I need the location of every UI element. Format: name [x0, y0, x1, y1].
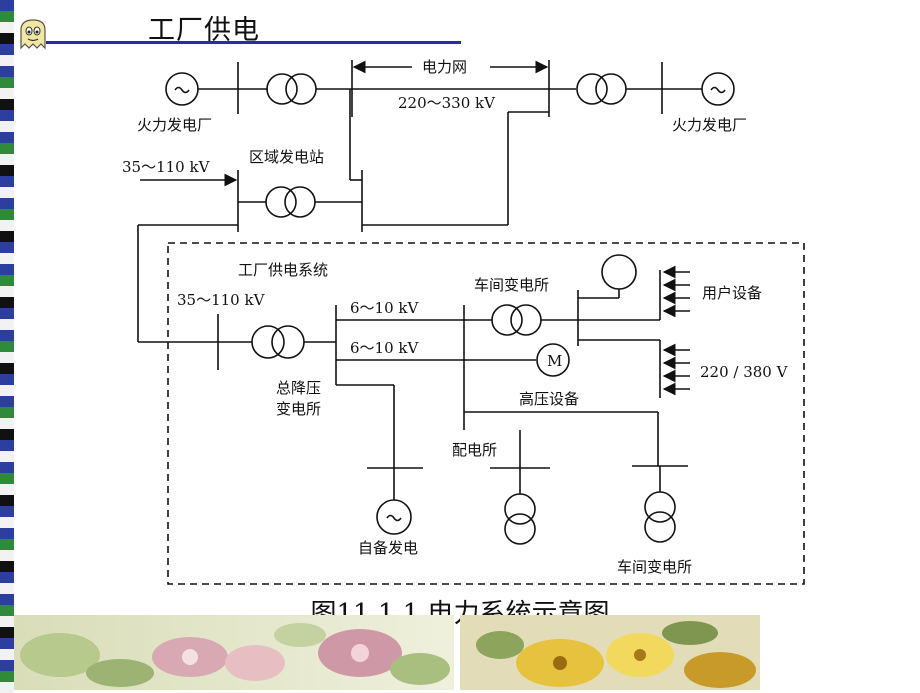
transformer-symbol	[251, 325, 285, 359]
transformer-symbol	[265, 186, 297, 218]
transformer-symbol-vertical	[504, 493, 536, 525]
transformer-symbol	[576, 73, 608, 105]
label-hv-line-1: 6～10 kV	[350, 299, 419, 317]
label-input-voltage: 35～110 kV	[122, 158, 211, 176]
label-distribution-station: 配电所	[452, 441, 497, 459]
motor-symbol	[536, 343, 570, 377]
label-hv-line-2: 6～10 kV	[350, 339, 419, 357]
label-workshop-substation-top: 车间变电所	[474, 276, 549, 294]
label-backup-generation: 自备发电	[358, 539, 418, 557]
generator-symbol	[601, 254, 637, 290]
label-thermal-plant-right: 火力发电厂	[672, 116, 747, 134]
label-motor-symbol: M	[547, 352, 562, 370]
label-low-voltage: 220 / 380 V	[700, 363, 789, 381]
flower-decoration-image	[14, 615, 760, 690]
generator-symbol-backup	[376, 499, 412, 535]
factory-system-boundary	[167, 242, 805, 585]
power-system-diagram: 火力发电厂 火力发电厂 电力网 220～330 kV 区域发电站 35～110 …	[122, 58, 805, 585]
left-decorative-stripe	[0, 0, 14, 693]
label-grid: 电力网	[422, 58, 467, 76]
label-main-substation-line2: 变电所	[276, 400, 321, 418]
transformer-symbol-vertical	[644, 491, 676, 523]
label-grid-voltage: 220～330 kV	[398, 94, 496, 112]
label-factory-input-voltage: 35～110 kV	[177, 291, 266, 309]
label-factory-system: 工厂供电系统	[238, 261, 328, 279]
slide-title: 工厂供电	[148, 15, 260, 46]
label-user-equipment: 用户设备	[702, 284, 762, 302]
label-hv-equipment: 高压设备	[519, 390, 579, 408]
transformer-symbol	[491, 304, 523, 336]
label-regional-station: 区域发电站	[249, 148, 324, 166]
mascot-icon	[20, 19, 46, 50]
label-main-substation-line1: 总降压	[276, 379, 321, 397]
generator-symbol-right	[701, 72, 735, 106]
transformer-symbol	[266, 73, 298, 105]
label-thermal-plant-left: 火力发电厂	[137, 116, 212, 134]
title-underline	[46, 41, 461, 44]
label-workshop-substation-bottom: 车间变电所	[617, 558, 692, 576]
